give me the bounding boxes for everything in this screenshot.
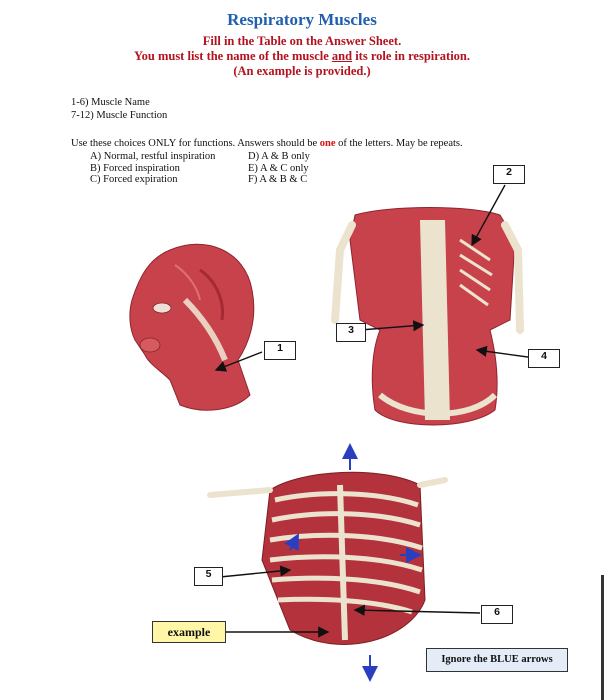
choice-f: F) A & B & C <box>248 174 308 185</box>
label-box-2: 2 <box>493 165 525 184</box>
example-label: example <box>152 621 226 643</box>
page-title: Respiratory Muscles <box>227 10 377 29</box>
head-neck-illustration <box>129 243 255 411</box>
pointer-arrows <box>214 184 536 638</box>
choices-instruction: Use these choices ONLY for functions. An… <box>71 137 463 150</box>
label-box-6: 6 <box>481 605 513 624</box>
choices-instruction-post: of the letters. May be repeats. <box>335 138 463 149</box>
choice-c: C) Forced expiration <box>90 174 178 185</box>
choice-b: B) Forced inspiration <box>90 162 180 174</box>
label-box-3: 3 <box>336 323 366 342</box>
instruction-item-2: 7-12) Muscle Function <box>71 110 168 121</box>
choices-left: A) Normal, restful inspiration B) Forced… <box>90 151 215 186</box>
choice-a: A) Normal, restful inspiration <box>90 151 216 162</box>
subtitle-line-2: You must list the name of the muscle and… <box>0 49 604 64</box>
torso-illustration <box>331 207 524 426</box>
subtitle-line-3: (An example is provided.) <box>233 64 371 78</box>
subtitle-line-2-and: and <box>331 49 353 63</box>
subtitle-line-2-post: its role in respiration. <box>352 49 471 63</box>
instruction-item-1: 1-6) Muscle Name <box>71 97 150 108</box>
choices-instruction-one: one <box>319 138 336 149</box>
label-box-4: 4 <box>528 349 560 368</box>
scrollbar-edge <box>601 575 604 700</box>
subtitle-line-2-pre: You must list the name of the muscle <box>133 49 332 63</box>
choice-e: E) A & C only <box>248 162 309 174</box>
choices-instruction-pre: Use these choices ONLY for functions. An… <box>71 138 320 149</box>
subtitle-line-1: Fill in the Table on the Answer Sheet. <box>202 34 402 48</box>
choice-d: D) A & B only <box>248 151 310 162</box>
label-box-1: 1 <box>264 341 296 360</box>
label-box-5: 5 <box>194 567 223 586</box>
choices-right: D) A & B only E) A & C only F) A & B & C <box>248 151 310 186</box>
ribcage-illustration <box>207 443 448 682</box>
ignore-blue-arrows-note: Ignore the BLUE arrows <box>426 648 568 672</box>
